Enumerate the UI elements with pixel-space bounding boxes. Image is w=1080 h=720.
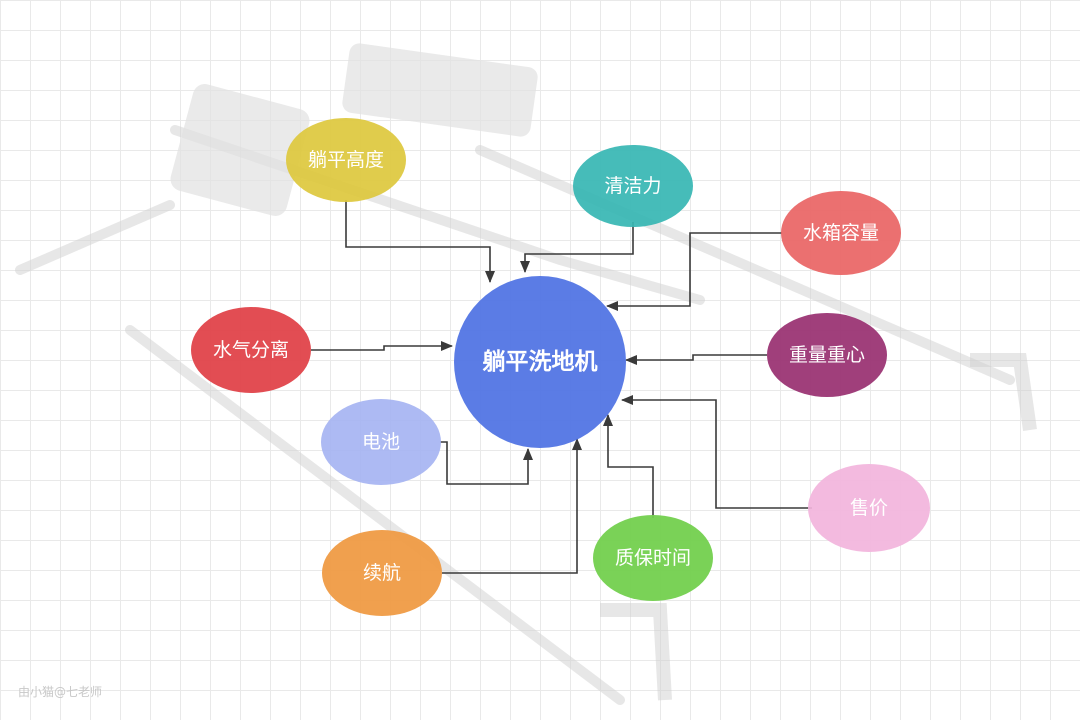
node-cleaning-power-shape: [573, 145, 693, 227]
node-tank-capacity: 水箱容量: [781, 191, 901, 275]
node-cleaning-power-label: 清洁力: [604, 175, 661, 197]
node-lying-height: 躺平高度: [286, 118, 406, 202]
node-battery: 电池: [321, 399, 441, 485]
center-node-label: 躺平洗地机: [483, 348, 598, 375]
center-node-shape: [454, 276, 626, 448]
node-battery-life: 续航: [322, 530, 442, 616]
connector-battery-life: [442, 438, 582, 574]
node-tank-capacity-label: 水箱容量: [803, 222, 879, 244]
connector-tank-capacity: [606, 232, 782, 311]
connector-lying-height: [345, 200, 495, 283]
node-battery-life-shape: [322, 530, 442, 616]
connector-warranty: [603, 414, 654, 518]
node-weight-center-shape: [767, 313, 887, 397]
connector-lines: [311, 200, 812, 574]
connector-price: [621, 395, 812, 509]
watermark-text: 由小猫@七老师: [18, 685, 103, 699]
node-warranty-label: 质保时间: [615, 547, 691, 569]
node-weight-center: 重量重心: [767, 313, 887, 397]
node-water-air-separation: 水气分离: [191, 307, 311, 393]
node-battery-label: 电池: [362, 431, 400, 453]
node-lying-height-label: 躺平高度: [308, 149, 384, 171]
node-warranty: 质保时间: [593, 515, 713, 601]
node-battery-life-label: 续航: [363, 562, 401, 584]
connector-weight-center: [625, 354, 767, 365]
node-price-label: 售价: [850, 497, 888, 519]
node-cleaning-power: 清洁力: [573, 145, 693, 227]
node-weight-center-label: 重量重心: [789, 344, 865, 366]
connector-battery: [440, 441, 533, 485]
node-water-air-separation-label: 水气分离: [213, 339, 289, 361]
node-price-shape: [808, 464, 930, 552]
connector-water-air-separation: [311, 341, 453, 351]
node-water-air-separation-shape: [191, 307, 311, 393]
node-tank-capacity-shape: [781, 191, 901, 275]
center-node: 躺平洗地机: [454, 276, 626, 448]
node-price: 售价: [808, 464, 930, 552]
node-battery-shape: [321, 399, 441, 485]
node-warranty-shape: [593, 515, 713, 601]
connector-cleaning-power: [520, 222, 634, 273]
node-lying-height-shape: [286, 118, 406, 202]
